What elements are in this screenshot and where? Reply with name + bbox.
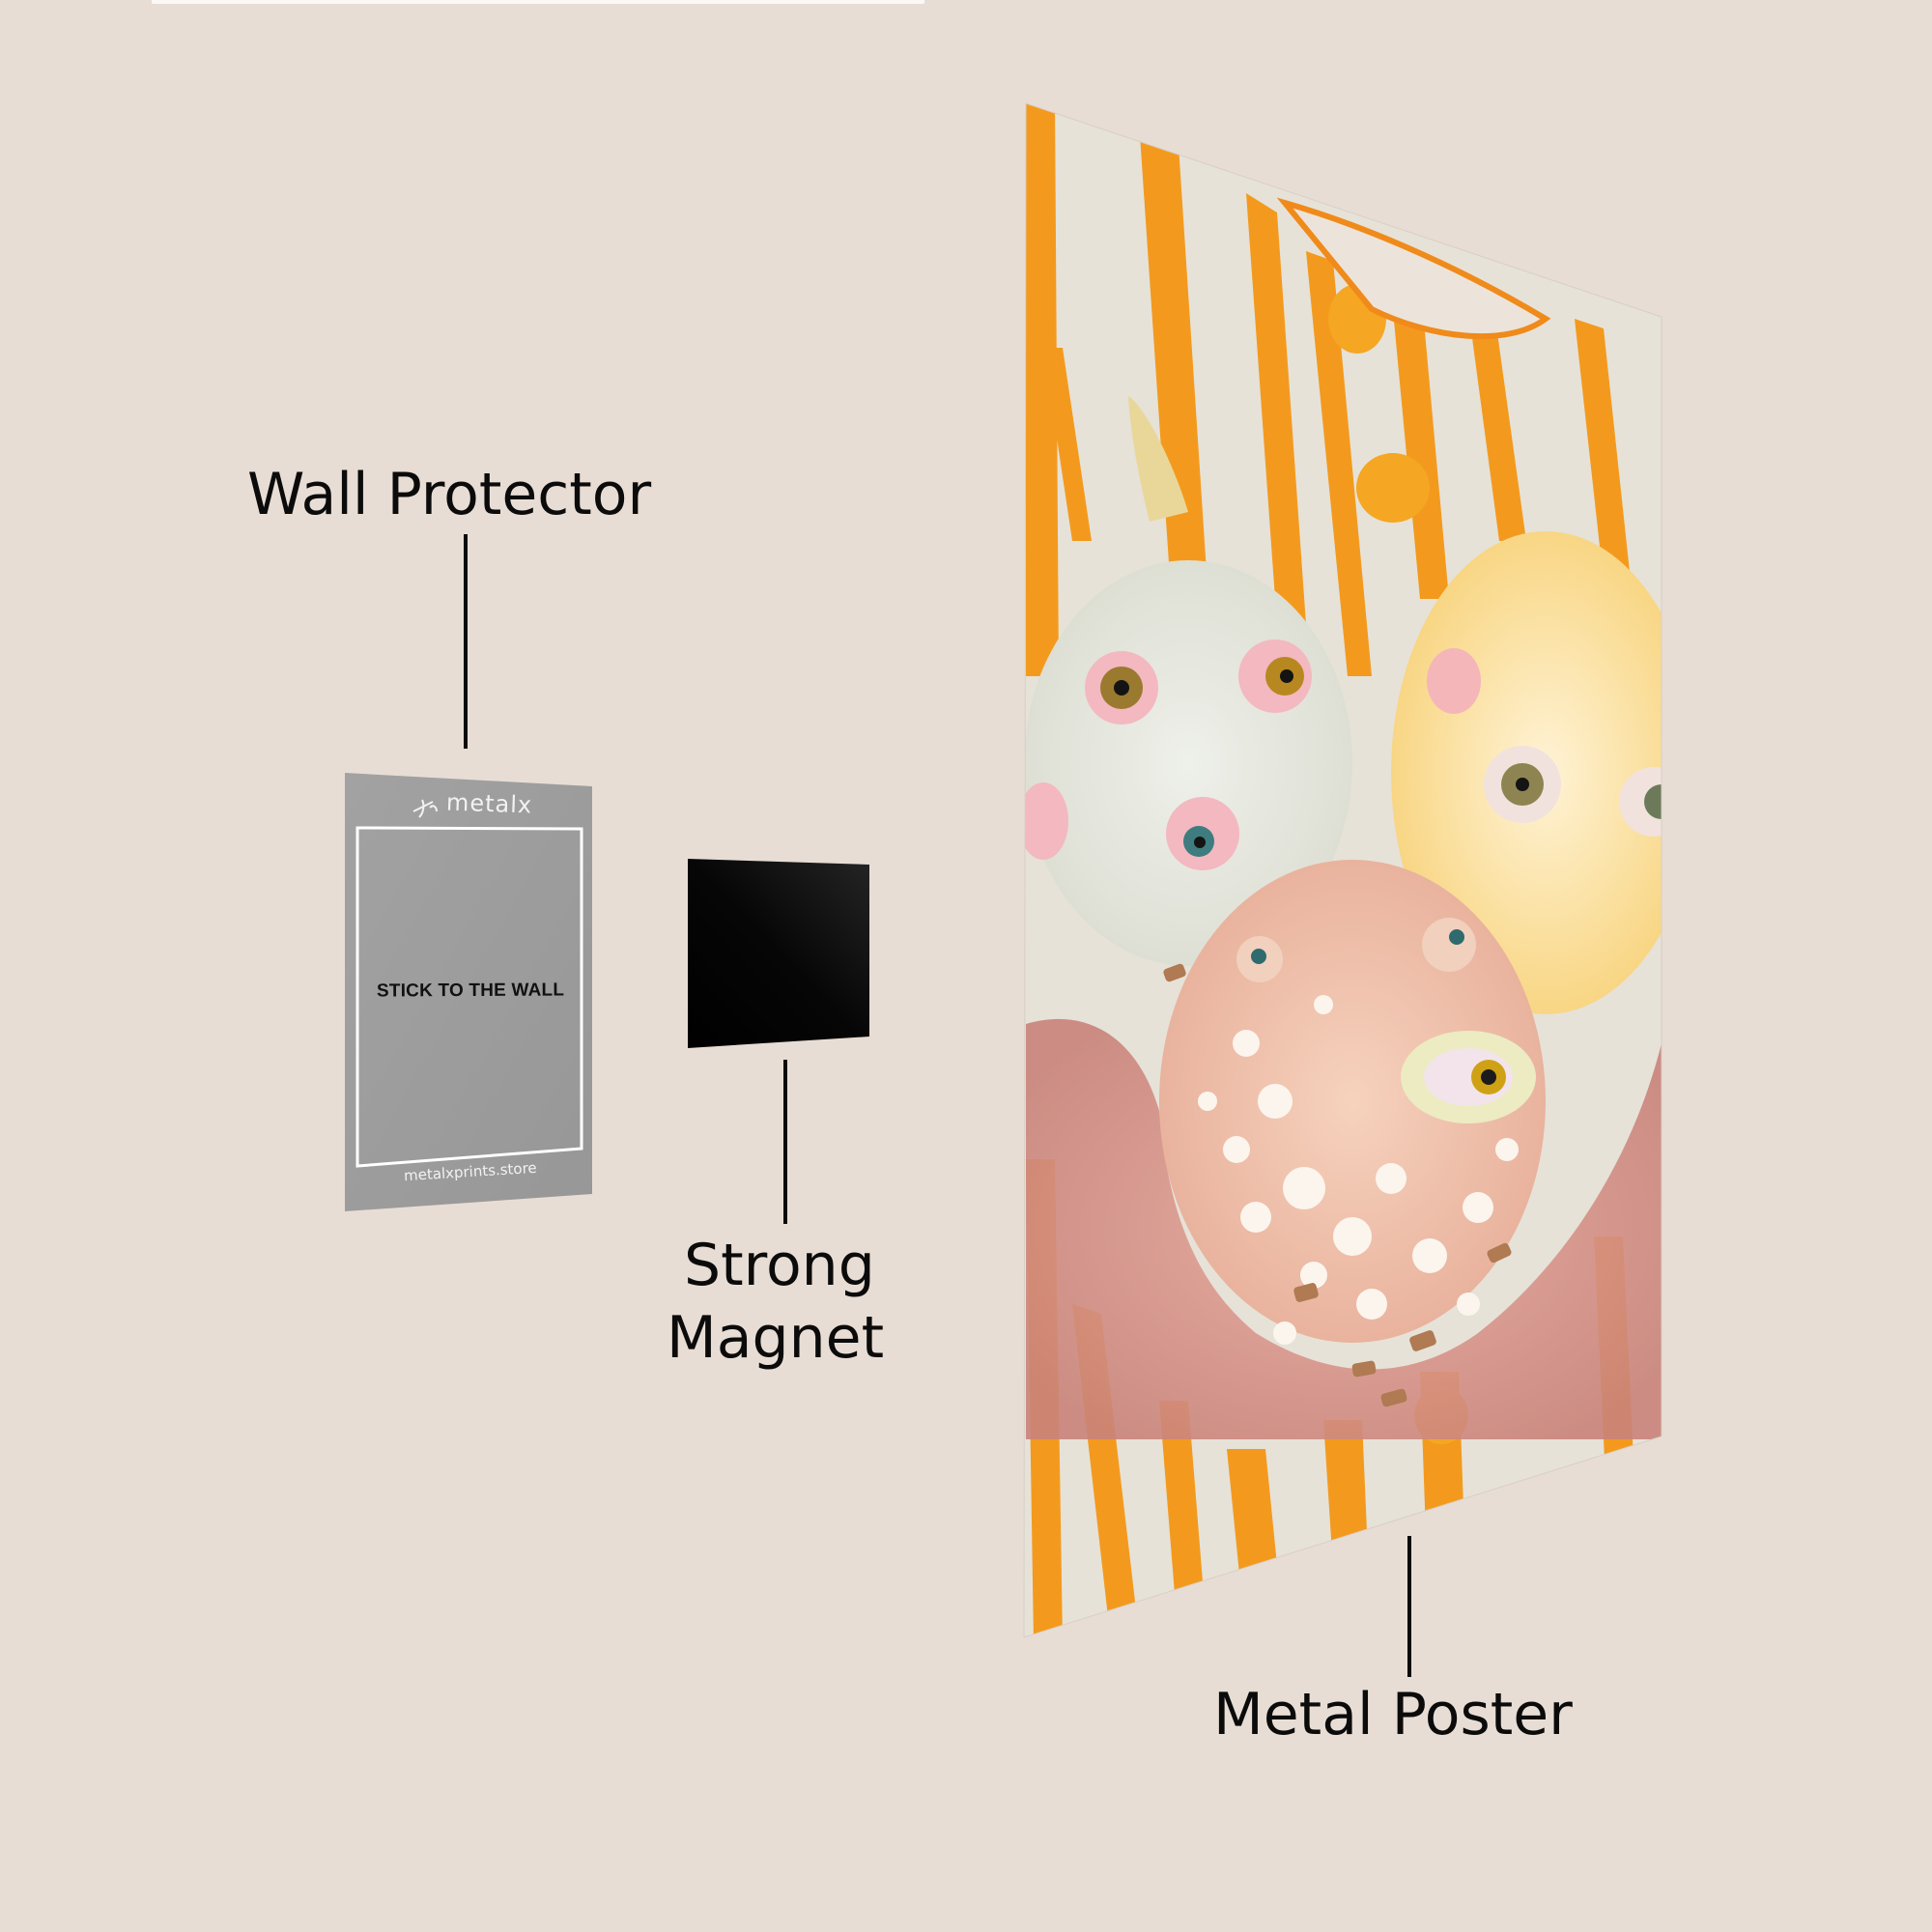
strong-magnet-leader-line — [783, 1060, 787, 1224]
metal-poster-leader-line — [1407, 1536, 1411, 1677]
wall-protector-label: Wall Protector — [247, 461, 652, 528]
metalx-logo-icon — [412, 799, 438, 818]
top-edge-strip — [152, 0, 924, 4]
metal-poster-label: Metal Poster — [1213, 1681, 1573, 1748]
strong-magnet-label-line2: Magnet — [667, 1304, 885, 1372]
wall-protector-leader-line — [464, 534, 468, 749]
strong-magnet-label-line1: Strong — [684, 1232, 875, 1299]
